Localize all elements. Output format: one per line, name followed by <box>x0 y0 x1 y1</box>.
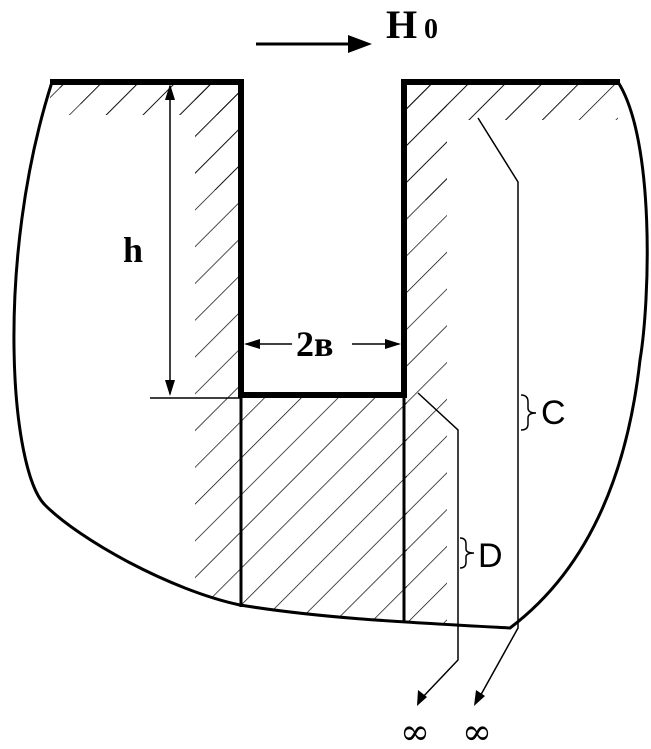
field-subscript: 0 <box>424 14 438 45</box>
region-d-label: D <box>478 537 503 575</box>
contour-d-arrow <box>417 690 427 706</box>
width-arrow-left <box>244 339 260 349</box>
body-outline <box>12 81 649 630</box>
hatch-top-left <box>52 82 240 190</box>
contour-d-path <box>417 392 459 701</box>
infinity-left: ∞ <box>400 712 430 749</box>
brace-c <box>520 394 537 431</box>
infinity-right: ∞ <box>462 712 492 749</box>
region-c-label: C <box>541 394 566 432</box>
width-label-bg <box>292 322 352 360</box>
depth-arrow-bottom <box>165 380 175 396</box>
field-label: H <box>386 2 417 47</box>
width-arrow-right <box>385 339 401 349</box>
contour-c-arrow <box>474 690 485 706</box>
contour-c-path <box>477 117 519 701</box>
hatch-top-right <box>405 82 618 200</box>
depth-label: h <box>123 230 143 270</box>
brace-d <box>459 537 475 569</box>
field-arrow-head <box>348 35 372 53</box>
depth-arrow-top <box>165 84 175 100</box>
width-label: 2в <box>296 324 333 364</box>
